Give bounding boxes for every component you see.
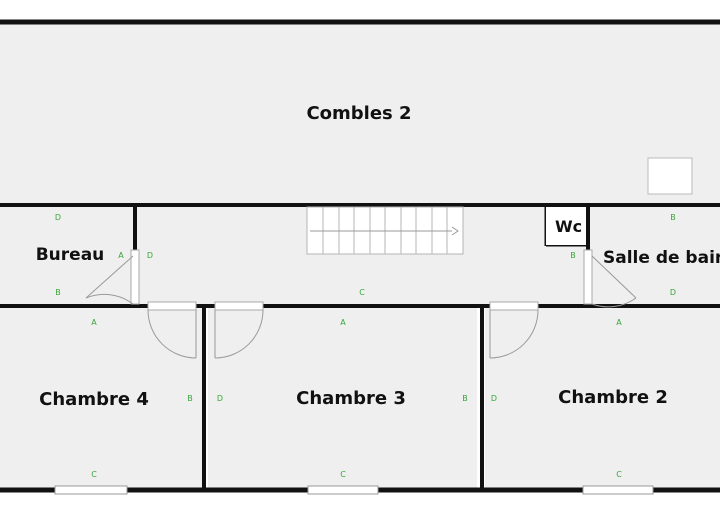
door-swing-icon xyxy=(85,249,637,359)
landing-wall-b: B xyxy=(570,251,576,260)
bureau-wall-a: A xyxy=(118,251,124,260)
window-chambre2 xyxy=(582,485,654,495)
chambre3-floor xyxy=(208,308,477,490)
chambre4-floor xyxy=(0,308,202,490)
chambre4-wall-a: A xyxy=(91,318,97,327)
bureau-floor xyxy=(0,206,133,304)
landing-wall-c: C xyxy=(359,288,365,297)
wc-label: Wc xyxy=(555,217,582,236)
room-label-bureau: Bureau xyxy=(36,245,105,265)
window-chambre3 xyxy=(307,485,379,495)
room-label-chambre3: Chambre 3 xyxy=(296,388,406,409)
room-label-salle-de-bain: Salle de bain xyxy=(603,248,720,268)
room-label-chambre4: Chambre 4 xyxy=(39,389,149,410)
chambre3-wall-d: D xyxy=(217,394,223,403)
chambre3-wall-a: A xyxy=(340,318,346,327)
salle-de-bain-floor xyxy=(590,206,720,304)
room-label-combles: Combles 2 xyxy=(306,103,411,124)
wc-box xyxy=(546,207,586,245)
landing-wall-d: D xyxy=(147,251,153,260)
window-chambre4 xyxy=(54,485,128,495)
chambre3-wall-b: B xyxy=(462,394,468,403)
chambre3-wall-c: C xyxy=(340,470,346,479)
bureau-wall-b: B xyxy=(55,288,61,297)
wall-letters: D A B D C B B D A B C D A B C D A C xyxy=(55,213,676,479)
sdb-wall-b: B xyxy=(670,213,676,222)
chambre2-wall-a: A xyxy=(616,318,622,327)
window-icon xyxy=(54,485,654,495)
chambre2-wall-c: C xyxy=(616,470,622,479)
room-label-chambre2: Chambre 2 xyxy=(558,387,668,408)
sdb-wall-d: D xyxy=(670,288,676,297)
chambre4-wall-c: C xyxy=(91,470,97,479)
staircase-icon xyxy=(306,206,464,255)
bureau-wall-d: D xyxy=(55,213,61,222)
chambre2-floor xyxy=(485,308,720,490)
combles-floor xyxy=(0,22,720,204)
chambre2-wall-d: D xyxy=(491,394,497,403)
chambre4-wall-b: B xyxy=(187,394,193,403)
skylight-icon xyxy=(647,157,693,195)
